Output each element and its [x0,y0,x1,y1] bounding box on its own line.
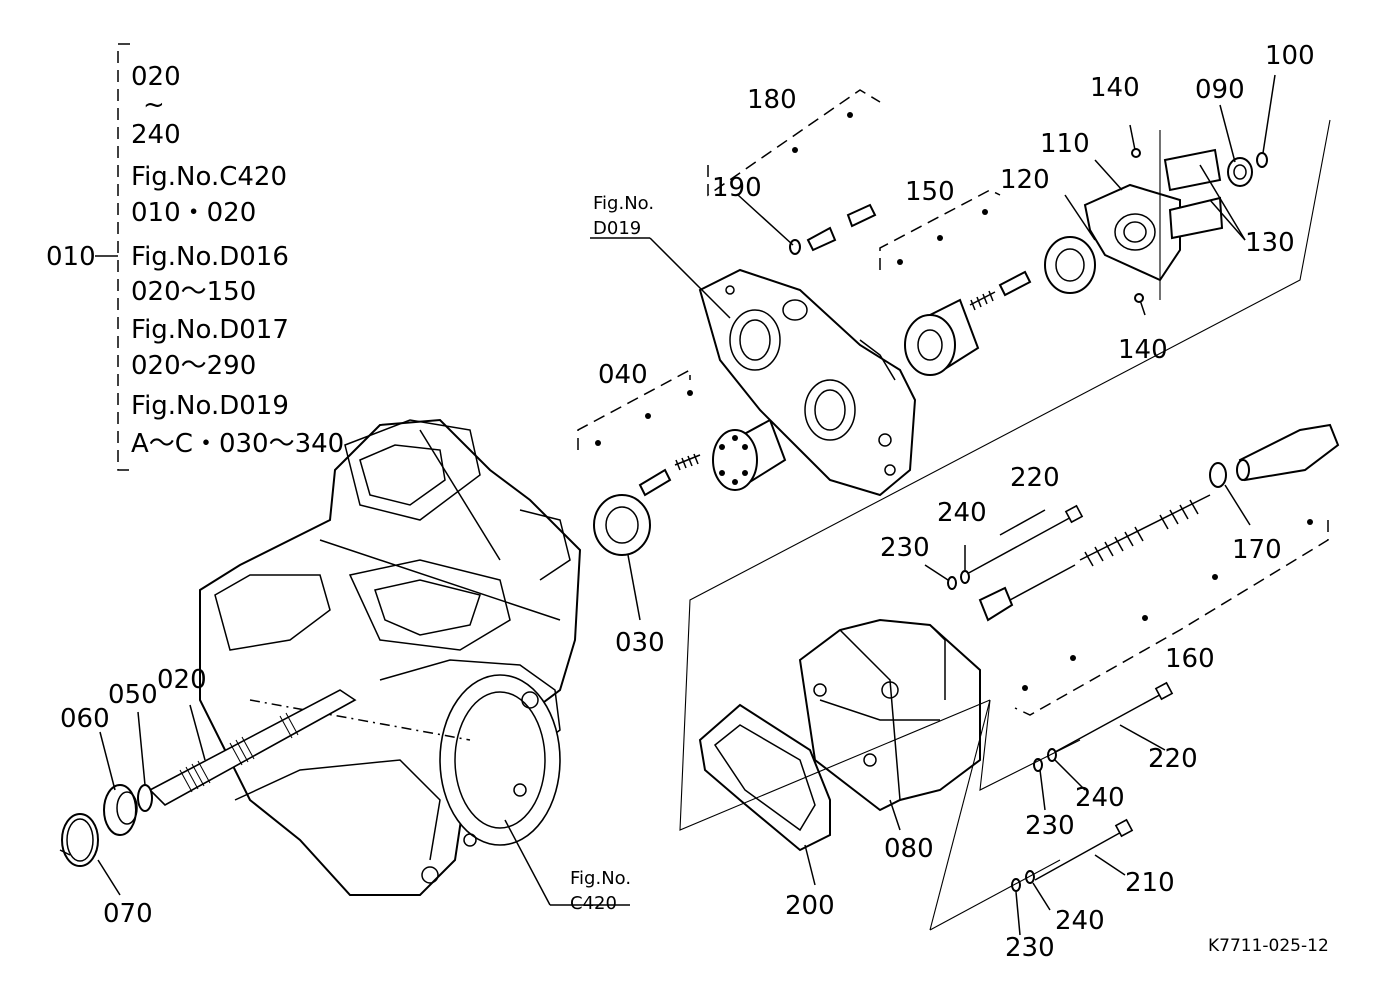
label-110: 110 [1040,129,1090,159]
bearing-090 [1227,157,1253,187]
housing-d019 [698,268,917,497]
snap-ring-070 [61,813,99,867]
bearing-120 [1044,236,1096,294]
legend-line-11: A～C・030～340 [131,429,344,459]
legend-line-7: 020～150 [131,277,256,307]
label-100: 100 [1265,41,1315,71]
washer-240-bot [1025,870,1035,884]
plunger-040-group [638,468,672,497]
spring-160 [1079,494,1211,567]
shaft-020 [148,689,357,806]
fig-ref-d019-line2: D019 [593,218,641,239]
washer-240-top [960,570,970,584]
valve-housing-080 [798,618,981,812]
label-230-top: 230 [880,533,930,563]
label-060: 060 [60,704,110,734]
poppet-160 [978,564,1076,622]
label-050: 050 [108,680,158,710]
fig-ref-c420-line1: Fig.No. [570,868,631,889]
label-220-mid: 220 [1148,744,1198,774]
assembly-lines [679,119,1331,931]
o-ring-190 [789,239,801,255]
group-040-bracket [577,368,691,450]
group-150-bracket [879,189,1001,270]
drawing-code: K7711-025-12 [1208,936,1329,956]
ring-100 [1256,152,1268,168]
legend-line-5: 010・020 [131,198,256,228]
label-140-bottom: 140 [1118,335,1168,365]
bearing-060 [103,784,138,836]
label-070: 070 [103,899,153,929]
label-020: 020 [157,665,207,695]
valve-pin-180 [806,203,877,252]
bolt-140-top [1129,124,1141,158]
bearing-030 [593,494,651,556]
legend-line-2: ~ [143,90,165,120]
spring-040-group [674,453,701,471]
legend-line-6: Fig.No.D016 [131,242,289,272]
bracket-110 [1083,183,1181,282]
label-240-bot: 240 [1055,906,1105,936]
transmission-case [199,418,582,896]
legend-line-8: Fig.No.D017 [131,315,289,345]
group-160-bracket [1014,520,1329,716]
legend-main-part: 010 [46,242,96,272]
label-040: 040 [598,360,648,390]
label-160: 160 [1165,644,1215,674]
label-120: 120 [1000,165,1050,195]
rotor-150 [904,298,980,376]
legend-line-1: 020 [131,62,181,92]
fig-ref-d019-line1: Fig.No. [593,193,654,214]
label-230-mid: 230 [1025,811,1075,841]
label-240-mid: 240 [1075,783,1125,813]
label-090: 090 [1195,75,1245,105]
label-130: 130 [1245,228,1295,258]
legend-bracket [117,43,130,471]
washer-230-top [947,576,957,590]
legend-line-4: Fig.No.C420 [131,162,287,192]
legend-line-3: 240 [131,120,181,150]
label-030: 030 [615,628,665,658]
label-230-bot: 230 [1005,933,1055,963]
label-240-top: 240 [937,498,987,528]
legend-line-10: Fig.No.D019 [131,391,289,421]
label-190: 190 [712,173,762,203]
label-080: 080 [884,834,934,864]
washer-240-mid [1047,748,1057,762]
spring-150-group [969,270,1032,311]
legend-block: 010 020 ~ 240 Fig.No.C420 010・020 Fig.No… [46,43,344,471]
bolt-220-mid [1054,681,1174,753]
sleeve-170 [1236,423,1340,482]
label-200: 200 [785,891,835,921]
label-220-top: 220 [1010,463,1060,493]
bolt-210 [1034,818,1134,881]
group-180-bracket [707,89,881,197]
rotor-040 [712,418,787,491]
fig-ref-c420-line2: C420 [570,893,617,914]
bolt-220-top [964,504,1084,576]
reference-dots [595,112,1313,691]
label-150: 150 [905,177,955,207]
legend-line-9: 020～290 [131,351,256,381]
label-210: 210 [1125,868,1175,898]
bolt-140-bottom [1134,293,1146,316]
part-labels: 180 190 150 120 110 140 090 100 130 140 … [60,41,1315,963]
label-140-top: 140 [1090,73,1140,103]
leaders [59,74,1276,936]
label-180: 180 [747,85,797,115]
o-ring-170 [1209,462,1227,488]
label-170: 170 [1232,535,1282,565]
shim-130 [1163,148,1224,240]
ring-050 [137,784,153,812]
gasket-200 [698,703,831,852]
